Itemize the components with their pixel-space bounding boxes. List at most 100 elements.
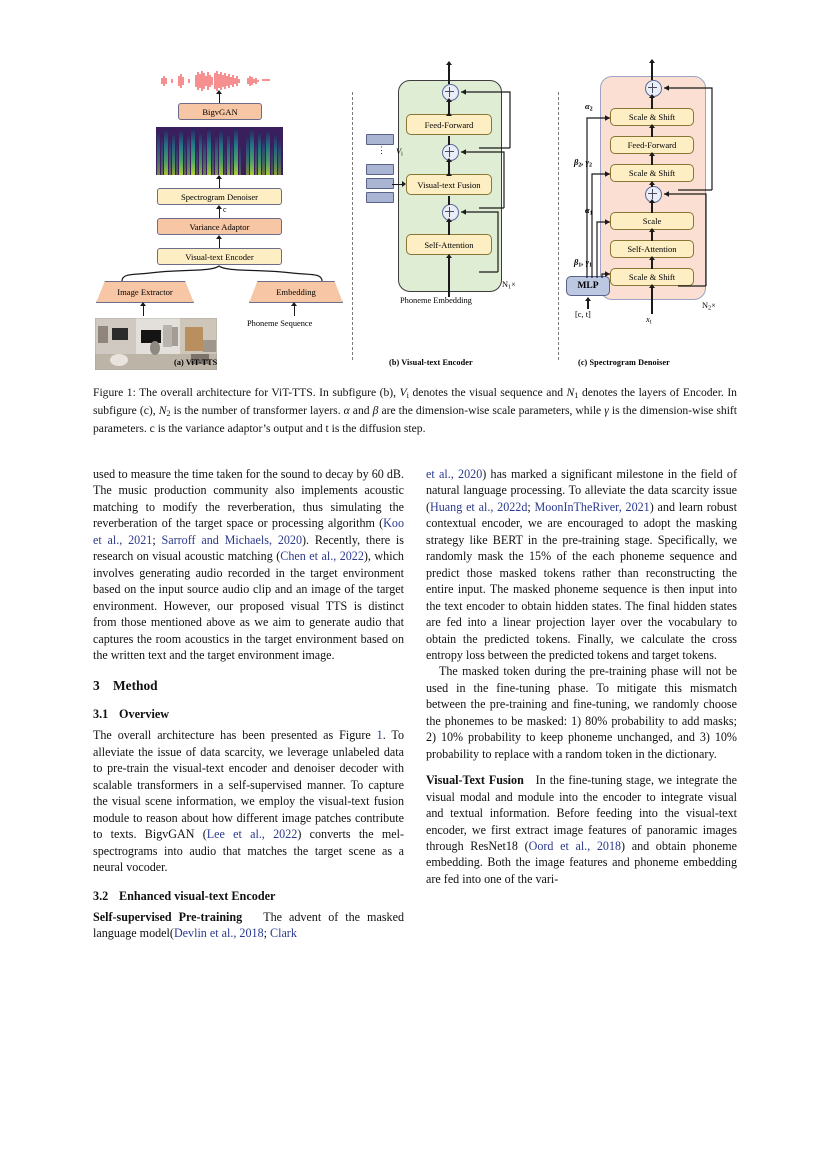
citation-clark[interactable]: Clark (270, 925, 297, 940)
panoramic-room-image (95, 318, 217, 370)
arrowhead-up (648, 59, 655, 63)
edge-sa-to-scale (651, 230, 653, 241)
citation-clark-continued[interactable]: et al., 2020 (426, 467, 483, 481)
arrowhead-up (216, 205, 223, 209)
arrowhead-up (648, 284, 655, 288)
runin-heading-self-supervised: Self-supervised Pre-training (93, 909, 243, 924)
node-embedding[interactable]: Embedding (249, 281, 343, 303)
citation-devlin-2018[interactable]: Devlin et al., 2018 (173, 925, 264, 940)
figure-1: BigvGAN (92, 59, 737, 372)
repeat-count-n2: N2× (702, 301, 716, 312)
node-self-attention-label: Self-Attention (627, 244, 677, 254)
body-left-column: used to measure the time taken for the s… (93, 466, 404, 941)
edge-xt-to-ssbot (651, 286, 653, 314)
panel-divider-1 (352, 92, 353, 360)
node-variance-adaptor[interactable]: Variance Adaptor (157, 218, 282, 235)
citation-koo-2021[interactable]: Koo et al., 2021 (93, 516, 404, 547)
node-scale-shift-upper-label: Scale & Shift (628, 168, 676, 178)
citation-chen-2022[interactable]: Chen et al., 2022 (280, 549, 364, 564)
citation-lee-2022[interactable]: Lee et al., 2022 (206, 827, 298, 842)
node-image-extractor-label: Image Extractor (117, 287, 173, 297)
merge-connector (121, 265, 323, 282)
figure-caption: Figure 1: The overall architecture for V… (93, 386, 737, 436)
edge-photo-to-extractor (143, 304, 145, 316)
arrowhead-up (584, 297, 591, 301)
section-title-3: Method (113, 678, 158, 694)
arrowhead-up (445, 254, 452, 258)
citation-mooninthe-river-2021[interactable]: MoonInTheRiver, 2021 (534, 499, 650, 514)
input-label-phoneme-embedding: Phoneme Embedding (400, 296, 472, 305)
visual-token-2 (366, 164, 394, 175)
section-number-3-2: 3.2 (93, 888, 109, 903)
section-title-3-2: Enhanced visual-text Encoder (119, 888, 276, 903)
node-feed-forward-label: Feed-Forward (627, 140, 677, 150)
residual-add-mid (441, 144, 459, 161)
input-label-c-t: [c, t] (575, 310, 591, 319)
arrowhead-up (648, 256, 655, 260)
arrowhead-up (216, 90, 223, 94)
edge-scale-to-addmid (651, 201, 653, 213)
node-bigvgan[interactable]: BigvGAN (178, 103, 262, 120)
node-mlp-label: MLP (577, 281, 599, 291)
node-self-attention-label: Self-Attention (424, 239, 474, 250)
arrowhead-up (445, 172, 452, 176)
vertical-ellipsis-icon: ⋮ (377, 145, 386, 155)
node-image-extractor[interactable]: Image Extractor (96, 281, 194, 303)
paragraph-related-work: used to measure the time taken for the s… (93, 467, 404, 662)
arrowhead-right (402, 181, 406, 188)
citation-oord-2018[interactable]: Oord et al., 2018 (528, 838, 622, 853)
citation-huang-2022d[interactable]: Huang et al., 2022d (430, 499, 528, 514)
edge-ff-to-ss-top (651, 126, 653, 137)
edge-variance-to-denoiser (219, 207, 221, 218)
node-visual-text-fusion-label: Visual-text Fusion (417, 179, 481, 190)
conditioning-wires (586, 115, 610, 278)
arrowhead-up (445, 218, 452, 222)
edge-vtf-to-addmid (448, 160, 450, 175)
edge-addmid-to-ff (448, 136, 450, 145)
subcaption-a: (a) ViT-TTS (174, 358, 218, 367)
panel-c-spectrogram-denoiser: Scale & Shift Feed-Forward Scale & Shift (560, 59, 737, 372)
visual-token-1 (366, 134, 394, 145)
edge-ss-top-to-add (651, 96, 653, 109)
section-title-3-1: Overview (119, 707, 170, 722)
param-label-beta2-gamma2: β2, γ2 (574, 158, 592, 169)
panel-a-vit-tts: BigvGAN (92, 62, 350, 372)
node-mlp[interactable]: MLP (566, 276, 610, 296)
node-variance-adaptor-label: Variance Adaptor (189, 221, 250, 232)
edge-input-to-sa (448, 256, 450, 297)
edge-denoiser-to-spec (219, 177, 221, 188)
edge-label-c: c (223, 205, 227, 214)
residual-skip-paths (664, 85, 713, 287)
node-visual-text-encoder-label: Visual-text Encoder (185, 251, 254, 262)
repeat-count-n1: N1× (502, 280, 516, 291)
subcaption-b: (b) Visual-text Encoder (389, 358, 473, 367)
residual-skip-paths (461, 89, 511, 273)
edge-denoiser-output (651, 60, 653, 80)
edge-visual-to-fusion (392, 184, 404, 186)
node-visual-text-encoder[interactable]: Visual-text Encoder (157, 248, 282, 265)
arrowhead-up (445, 158, 452, 162)
arrowhead-up (291, 302, 298, 306)
panel-b-visual-text-encoder: Feed-Forward Visual-text Fusion Self-Att… (354, 61, 556, 372)
arrowhead-up (648, 199, 655, 203)
citation-sarroff-2020[interactable]: Sarroff and Michaels, 2020 (161, 532, 303, 547)
visual-token-4 (366, 192, 394, 203)
edge-phoneme-to-embedding (294, 304, 296, 316)
param-label-alpha1: α1 (585, 206, 593, 217)
arrowhead-up (648, 124, 655, 128)
arrowhead-up (216, 175, 223, 179)
section-heading-3-2: 3.2 Enhanced visual-text Encoder (93, 888, 404, 904)
edge-encoder-to-variance (219, 237, 221, 248)
node-spectrogram-denoiser[interactable]: Spectrogram Denoiser (157, 188, 282, 205)
edge-addbot-to-vtf (448, 196, 450, 205)
arrowhead-up (648, 181, 655, 185)
subcaption-c: (c) Spectrogram Denoiser (578, 358, 670, 367)
paragraph-overview: The overall architecture has been presen… (93, 728, 404, 875)
paragraph-spacer (426, 762, 737, 772)
paragraph-masked-token: The masked token during the pre-training… (426, 664, 737, 761)
figure-reference-1[interactable]: 1 (376, 728, 383, 743)
input-label-xt: xt (646, 315, 652, 326)
node-scale-label: Scale (642, 216, 662, 226)
